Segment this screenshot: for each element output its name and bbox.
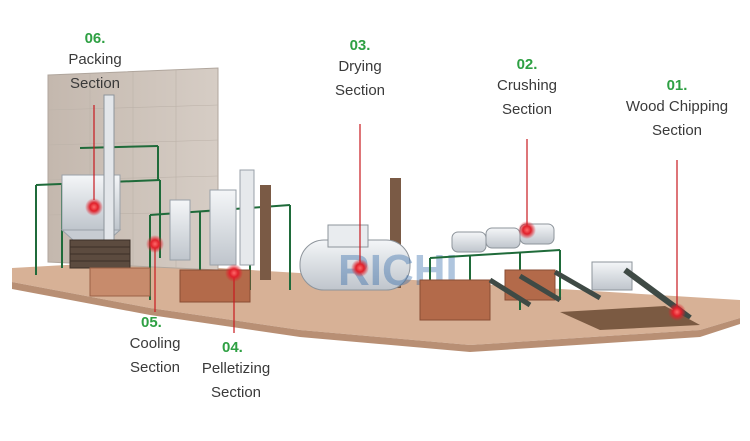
marker-02 (518, 221, 536, 239)
marker-03 (351, 259, 369, 277)
section-01-title: Wood Chipping (625, 98, 729, 115)
section-03-title: Drying (338, 58, 382, 75)
section-01-subtitle: Section (651, 122, 703, 139)
section-04-title: Pelletizing (201, 360, 271, 377)
section-markers (85, 105, 686, 333)
marker-06 (85, 198, 103, 216)
section-02-number: 02. (516, 56, 538, 73)
marker-01 (668, 303, 686, 321)
section-04-number: 04. (222, 339, 243, 356)
section-01-number: 01. (666, 77, 688, 94)
section-06-title: Packing (68, 51, 122, 68)
section-04-label: 04. Pelletizing Section (186, 339, 286, 405)
section-02-subtitle: Section (501, 101, 553, 118)
section-05-subtitle: Section (129, 359, 181, 376)
section-03-label: 03. Drying Section (310, 37, 410, 103)
section-02-title: Crushing (496, 77, 558, 94)
wood-pile (560, 306, 700, 330)
section-06-label: 06. Packing Section (45, 30, 145, 96)
section-03-number: 03. (349, 37, 371, 54)
section-05-number: 05. (141, 314, 162, 331)
marker-04 (225, 264, 243, 282)
chimney-1 (260, 185, 271, 280)
wood-chipper (591, 261, 633, 291)
marker-05 (146, 235, 164, 253)
section-03-subtitle: Section (334, 82, 386, 99)
conveyors (488, 269, 602, 308)
section-04-subtitle: Section (210, 384, 262, 401)
section-05-label: 05. Cooling Section (113, 314, 197, 380)
section-02-label: 02. Crushing Section (477, 56, 577, 122)
section-06-number: 06. (84, 30, 106, 47)
chimney-2 (390, 178, 401, 288)
section-06-subtitle: Section (69, 75, 121, 92)
ground-edge (12, 282, 740, 352)
section-05-title: Cooling (129, 335, 181, 352)
section-01-label: 01. Wood Chipping Section (612, 77, 742, 143)
